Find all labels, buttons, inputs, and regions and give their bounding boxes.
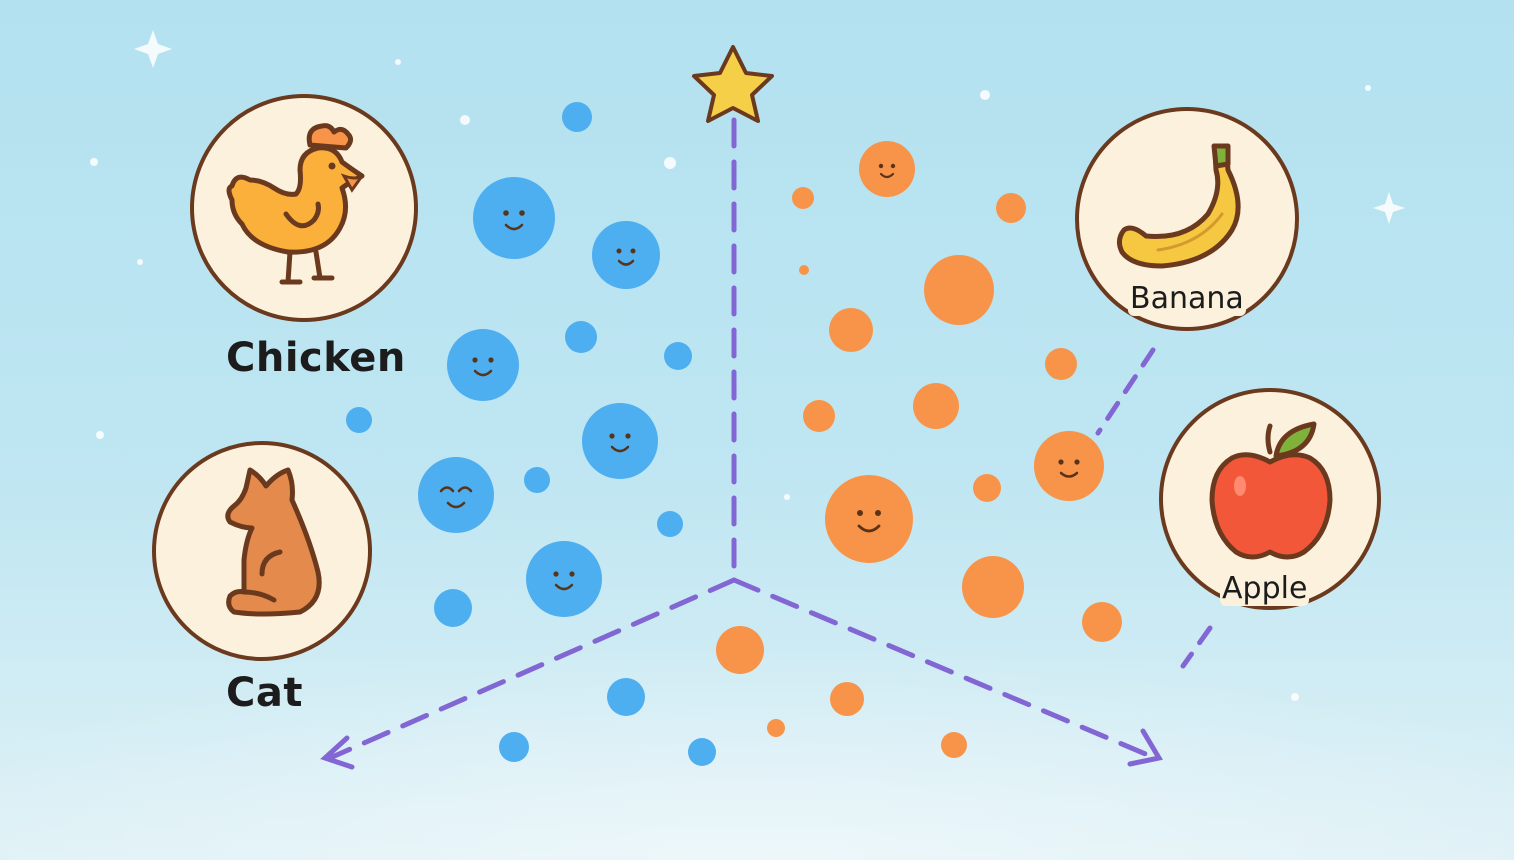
cluster-point: [664, 342, 692, 370]
cluster-point: [973, 474, 1001, 502]
sparkles: [90, 30, 1405, 701]
banana-badge: [1075, 107, 1299, 331]
sparkle-dot: [137, 259, 143, 265]
sparkle-dot: [980, 90, 990, 100]
animal-faces: [418, 177, 660, 617]
chicken-icon: [226, 123, 365, 285]
cluster-point: [688, 738, 716, 766]
sparkle-dot: [395, 59, 401, 65]
smiley-point: [1034, 431, 1104, 501]
cat-badge: [152, 441, 372, 661]
smiley-point: [859, 141, 915, 197]
axis-left-arrowhead: [320, 735, 355, 770]
cluster-point: [565, 321, 597, 353]
sparkle-dot: [1291, 693, 1299, 701]
cat-label: Cat: [226, 670, 303, 716]
smiley-point: [582, 403, 658, 479]
cluster-point: [1045, 348, 1077, 380]
sparkle-dot: [460, 115, 470, 125]
axes: [320, 117, 1213, 770]
chicken-label: Chicken: [226, 335, 406, 381]
cluster-point: [962, 556, 1024, 618]
sparkle-icon: [134, 30, 172, 68]
fruit-faces: [825, 141, 1104, 563]
cluster-point: [941, 732, 967, 758]
smiley-point: [418, 457, 494, 533]
chicken-beak: [340, 173, 364, 193]
smiley-point: [526, 541, 602, 617]
sparkle-dot: [784, 494, 790, 500]
apple-badge: [1159, 388, 1381, 610]
cluster-point: [799, 265, 809, 275]
axis-right: [731, 577, 1158, 761]
cluster-point: [792, 187, 814, 209]
cluster-point: [1082, 602, 1122, 642]
cluster-point: [913, 383, 959, 429]
banana-connector: [1095, 347, 1156, 436]
cat-icon: [225, 467, 322, 617]
animal-cluster: [346, 102, 716, 766]
sparkle-dot: [90, 158, 98, 166]
fruit-cluster: [716, 187, 1122, 758]
cluster-point: [346, 407, 372, 433]
smiley-point: [592, 221, 660, 289]
smiley-point: [473, 177, 555, 259]
cluster-point: [607, 678, 645, 716]
apple-connector: [1180, 625, 1213, 669]
cluster-point: [996, 193, 1026, 223]
cluster-point: [434, 589, 472, 627]
cluster-point: [524, 467, 550, 493]
smiley-point: [825, 475, 913, 563]
chicken-badge: [190, 94, 418, 322]
banana-icon: [1116, 143, 1241, 269]
axis-left: [327, 577, 737, 761]
smiley-point: [447, 329, 519, 401]
sparkle-dot: [1365, 85, 1371, 91]
star-icon: [692, 45, 774, 123]
cluster-point: [830, 682, 864, 716]
banana-label: Banana: [1128, 281, 1246, 316]
cluster-point: [803, 400, 835, 432]
cluster-point: [829, 308, 873, 352]
cluster-point: [716, 626, 764, 674]
apple-icon: [1209, 421, 1333, 560]
cluster-point: [562, 102, 592, 132]
sparkle-icon: [1373, 192, 1405, 224]
chicken-eye: [328, 162, 336, 170]
cluster-point: [657, 511, 683, 537]
cluster-point: [499, 732, 529, 762]
axis-right-arrowhead: [1127, 728, 1163, 767]
apple-label: Apple: [1220, 571, 1310, 606]
sparkle-dot: [664, 157, 676, 169]
cluster-point: [924, 255, 994, 325]
sparkle-dot: [96, 431, 104, 439]
cluster-point: [767, 719, 785, 737]
